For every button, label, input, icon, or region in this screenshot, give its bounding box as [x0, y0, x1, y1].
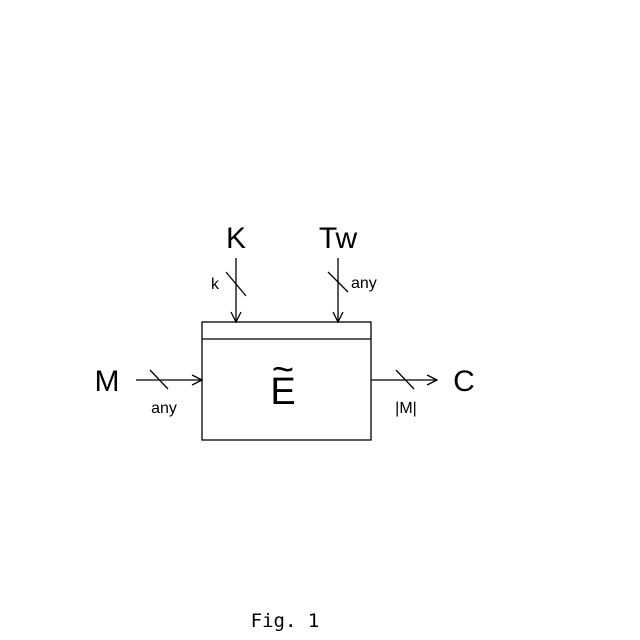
message-label: M — [95, 365, 120, 398]
message-width-label: any — [151, 400, 177, 417]
tweak-label: Tw — [319, 222, 358, 255]
ciphertext-width-label: |M| — [395, 400, 417, 417]
key-label: K — [226, 222, 246, 255]
figure-caption: Fig. 1 — [251, 610, 320, 632]
key-width-label: k — [211, 276, 220, 293]
tweak-width-label: any — [351, 275, 377, 292]
tilde-mark: ~ — [272, 349, 294, 391]
ciphertext-label: C — [453, 365, 475, 398]
